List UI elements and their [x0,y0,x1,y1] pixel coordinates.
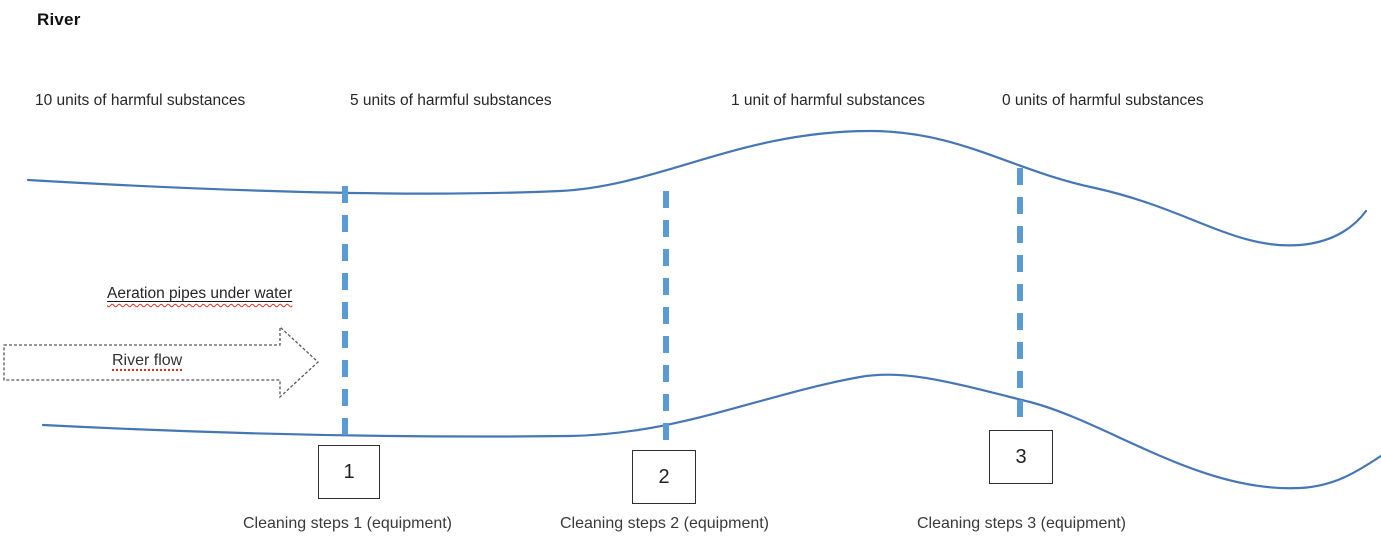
pipe-marker-3-number: 3 [1015,445,1027,468]
river-flow-label-text: River flow [112,352,183,369]
substance-label-0-units: 0 units of harmful substances [1002,92,1204,109]
pipe-marker-1-number: 1 [343,460,355,483]
page-title: River [37,10,81,29]
substance-label-10-units: 10 units of harmful substances [35,92,246,109]
pipe-marker-2-number: 2 [658,465,670,488]
river-top-bank-line [26,129,1368,247]
river-bottom-bank-line [41,373,1381,490]
aeration-pipes-label-text: Aeration pipes under water [107,285,293,302]
cleaning-step-2-label: Cleaning steps 2 (equipment) [560,515,770,532]
substance-label-1-unit: 1 unit of harmful substances [731,92,925,109]
cleaning-step-3-label: Cleaning steps 3 (equipment) [917,515,1127,532]
river-flow-arrow [3,325,319,399]
pipe-marker-2-box: 2 [632,450,696,504]
substance-label-5-units: 5 units of harmful substances [350,92,552,109]
cleaning-step-1-label: Cleaning steps 1 (equipment) [243,515,453,532]
aeration-pipes-label: Aeration pipes under water [107,285,292,303]
pipe-marker-3-box: 3 [989,430,1053,484]
river-flow-label: River flow [112,352,182,370]
pipe-marker-1-box: 1 [318,445,380,499]
